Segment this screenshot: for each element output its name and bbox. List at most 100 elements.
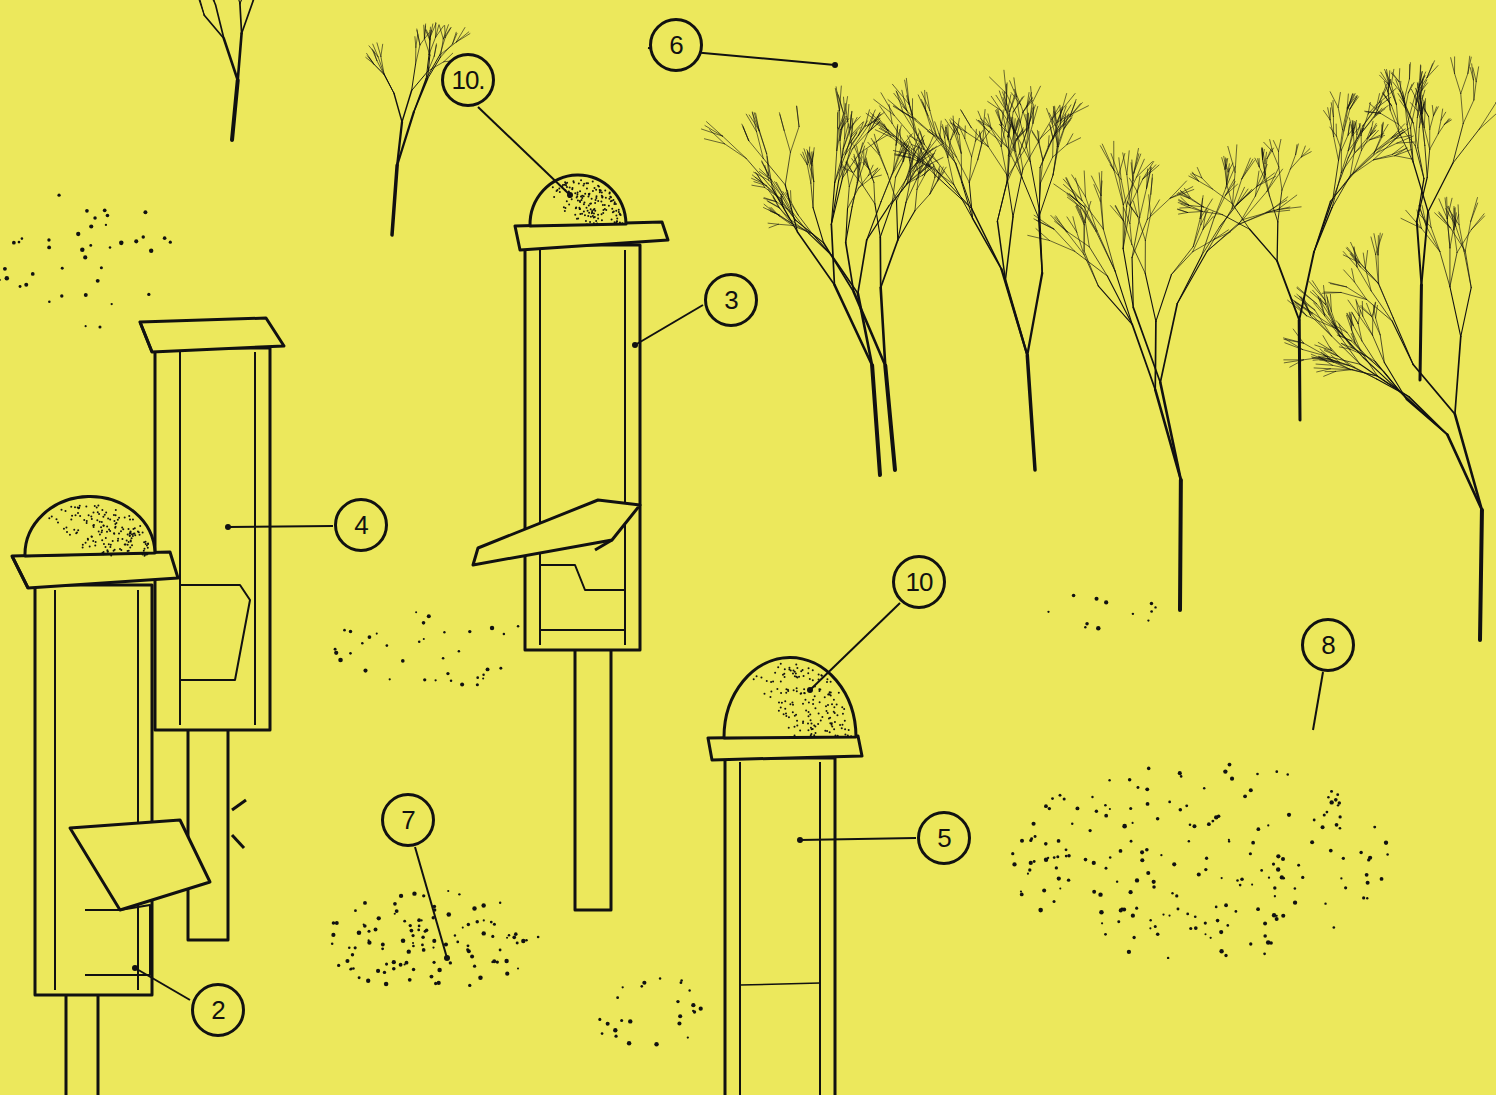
seed-dot: [1359, 851, 1363, 855]
seed-dot: [432, 961, 435, 964]
tree-branch: [1072, 175, 1086, 197]
tree-branch: [1262, 148, 1263, 159]
tree-branch: [207, 0, 215, 5]
seed-dot: [357, 930, 362, 935]
tree-branch: [892, 84, 909, 104]
tree-branch: [894, 137, 909, 152]
seed-dot: [1192, 824, 1196, 828]
tree-branch: [1265, 174, 1269, 196]
tree-branch: [436, 26, 444, 37]
tree-branch: [414, 79, 426, 112]
tree-branch: [798, 232, 835, 285]
tree-branch: [1370, 134, 1384, 140]
seed-dot: [1055, 866, 1058, 869]
tree-branch: [1464, 251, 1471, 287]
tree-branch: [908, 100, 912, 115]
tree-branch: [896, 161, 903, 177]
tree-branch: [887, 174, 896, 201]
tree-branch: [906, 179, 911, 203]
tree-branch: [1373, 303, 1376, 315]
tree-branch: [416, 45, 420, 64]
seed-dot: [1267, 824, 1269, 826]
seed-dot: [1266, 940, 1271, 945]
tree-branch: [988, 101, 1001, 110]
tree-branch: [837, 113, 838, 128]
seed-dot: [1188, 840, 1190, 842]
tree-branch: [1336, 124, 1337, 136]
tree-branch: [824, 243, 854, 292]
seed-dot: [1286, 773, 1288, 775]
seed-dot: [385, 963, 388, 966]
seed-dot: [1310, 840, 1314, 844]
tree-branch: [1013, 96, 1024, 112]
seed-dot: [1380, 877, 1384, 881]
tree-branch: [1123, 205, 1130, 249]
tree-branch: [1270, 196, 1278, 222]
tree-branch: [1480, 510, 1482, 640]
tree-branch: [1447, 207, 1459, 225]
tree-branch: [1376, 234, 1383, 255]
seed-dot: [1038, 908, 1043, 913]
tree-branch: [1376, 255, 1379, 284]
tree-branch: [850, 117, 860, 128]
tree-branch: [1471, 198, 1478, 222]
tree-branch: [710, 130, 725, 144]
seed-dot: [354, 946, 357, 949]
seed-dot: [1130, 840, 1133, 843]
seed-dot: [1065, 855, 1068, 858]
seed-dot: [423, 678, 426, 681]
tree-branch: [895, 155, 911, 158]
tree-branch: [416, 35, 418, 47]
seed-dot: [503, 633, 506, 636]
seed-dot: [506, 937, 508, 939]
seed-dot: [1053, 856, 1056, 859]
tree-branch: [1225, 169, 1227, 184]
tree-branch: [1049, 240, 1074, 251]
seed-dot: [1275, 770, 1278, 773]
seed-dot: [499, 949, 502, 952]
seed-dot: [412, 891, 416, 895]
seed-dot: [424, 930, 427, 933]
seed-dot: [1048, 807, 1051, 810]
tree-branch: [950, 123, 966, 133]
tree-branch: [1057, 129, 1063, 146]
seed-dot: [1059, 888, 1061, 890]
tree-branch: [1265, 152, 1267, 163]
seed-dot: [147, 293, 150, 296]
tree-branch: [1264, 178, 1269, 196]
tree-branch: [1147, 168, 1152, 189]
seed-dot: [24, 283, 28, 287]
tree-branch: [1409, 65, 1410, 79]
tree-branch: [392, 165, 397, 235]
tree-branch: [1053, 144, 1067, 157]
tree-branch: [985, 118, 991, 129]
tree-branch: [915, 151, 930, 167]
seed-dot: [3, 267, 7, 271]
tree-branch: [1365, 111, 1381, 113]
tree-branch: [1047, 108, 1053, 123]
tree-branch: [1479, 109, 1496, 129]
tree-branch: [790, 191, 792, 202]
tree-branch: [1103, 229, 1115, 271]
seed-dot: [1256, 907, 1260, 911]
seed-dot: [1179, 808, 1183, 812]
tree-branch: [1200, 199, 1202, 219]
tree-branch: [894, 106, 912, 118]
seed-dot: [334, 648, 337, 651]
seed-dot: [1033, 860, 1036, 863]
tree-branch: [850, 133, 857, 143]
seed-dot: [1119, 908, 1123, 912]
seed-dot: [1091, 796, 1093, 798]
tree-branch: [1404, 99, 1407, 125]
tree-branch: [1188, 211, 1203, 212]
tree-branch: [1432, 105, 1433, 115]
tree-branch: [962, 182, 973, 218]
tree-branch: [1132, 220, 1147, 258]
tree-branch: [898, 202, 906, 240]
tree-branch: [881, 240, 898, 287]
seed-dot: [85, 325, 87, 327]
tree-branch: [871, 169, 880, 178]
tree-branch: [1348, 126, 1363, 158]
seed-dot: [1084, 858, 1088, 862]
seed-dot: [1180, 775, 1183, 778]
